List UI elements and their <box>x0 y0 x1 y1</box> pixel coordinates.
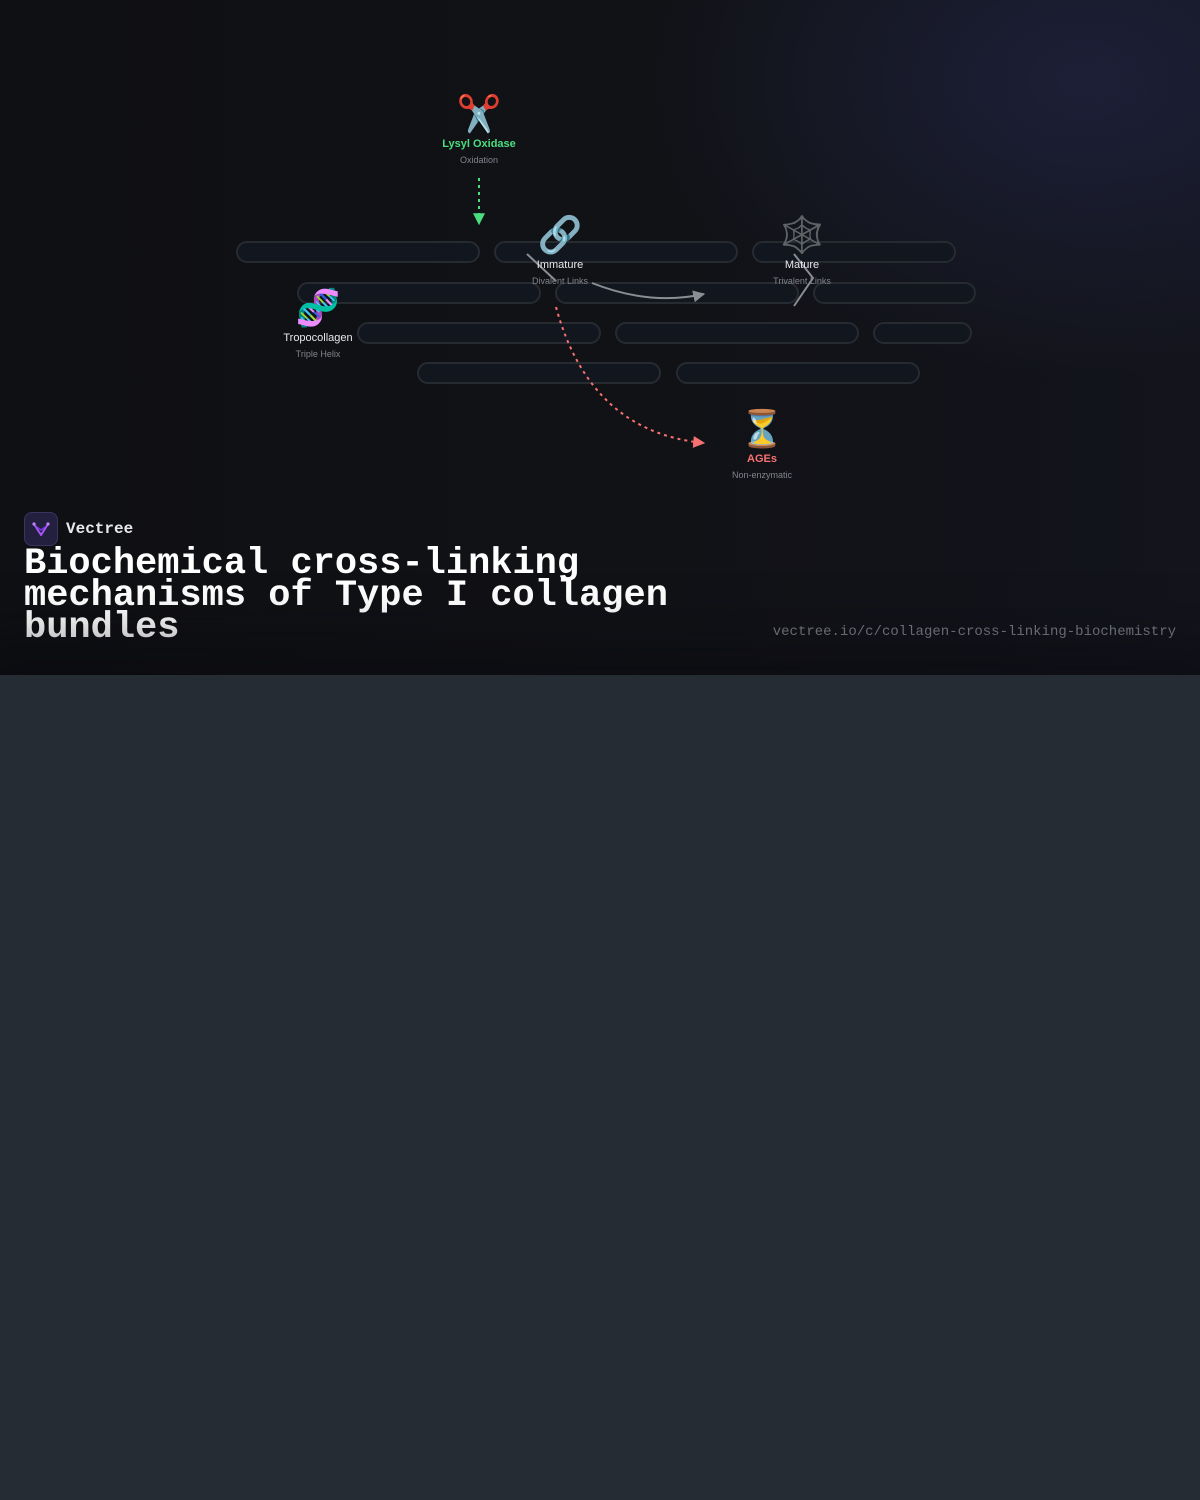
maturation-arrow <box>591 282 706 303</box>
trivalent-link-stroke <box>793 253 815 307</box>
brand[interactable]: Vectree <box>24 512 133 546</box>
hourglass-icon: ⏳ <box>739 409 785 450</box>
spider-web-icon: 🕸️ <box>779 215 825 256</box>
node-label: Immature <box>536 259 584 271</box>
collagen-fibril <box>676 362 920 384</box>
node-tropocollagen: 🧬 Tropocollagen Triple Helix <box>238 288 398 359</box>
diagram-arrows <box>473 178 815 448</box>
collagen-fibril <box>236 241 480 263</box>
node-sublabel: Divalent Links <box>531 276 589 286</box>
brand-name: Vectree <box>66 520 134 538</box>
collagen-fibril <box>873 322 972 344</box>
node-mature: 🕸️ Mature Trivalent Links <box>722 215 882 286</box>
collagen-fibril <box>494 241 738 263</box>
collagen-fibril <box>555 282 799 304</box>
node-ages: ⏳ AGEs Non-enzymatic <box>682 409 842 480</box>
collagen-fibril <box>297 282 541 304</box>
scissors-icon: ✂️ <box>456 94 502 135</box>
page-title: Biochemical cross-linking mechanisms of … <box>24 543 668 649</box>
link-icon: 🔗 <box>537 215 583 256</box>
collagen-fibril <box>813 282 976 304</box>
dna-icon: 🧬 <box>295 288 341 329</box>
node-sublabel: Non-enzymatic <box>731 470 793 480</box>
node-lysyl-oxidase: ✂️ Lysyl Oxidase Oxidation <box>399 94 559 165</box>
collagen-fibril <box>417 362 661 384</box>
node-sublabel: Trivalent Links <box>773 276 831 286</box>
collagen-fibril <box>357 322 601 344</box>
collagen-fibril <box>615 322 859 344</box>
node-sublabel: Oxidation <box>459 155 499 165</box>
node-label: Lysyl Oxidase <box>442 138 516 150</box>
diagram-card: ✂️ Lysyl Oxidase Oxidation 🔗 Immature Di… <box>0 0 1200 675</box>
collagen-fibril <box>752 241 956 263</box>
node-label: AGEs <box>747 453 777 465</box>
node-label: Tropocollagen <box>283 332 353 344</box>
node-sublabel: Triple Helix <box>295 349 341 359</box>
node-immature: 🔗 Immature Divalent Links <box>480 215 640 286</box>
vectree-logo-icon <box>24 512 58 546</box>
node-label: Mature <box>784 259 820 271</box>
divalent-link-stroke <box>526 253 557 282</box>
page-url[interactable]: vectree.io/c/collagen-cross-linking-bioc… <box>772 624 1176 640</box>
